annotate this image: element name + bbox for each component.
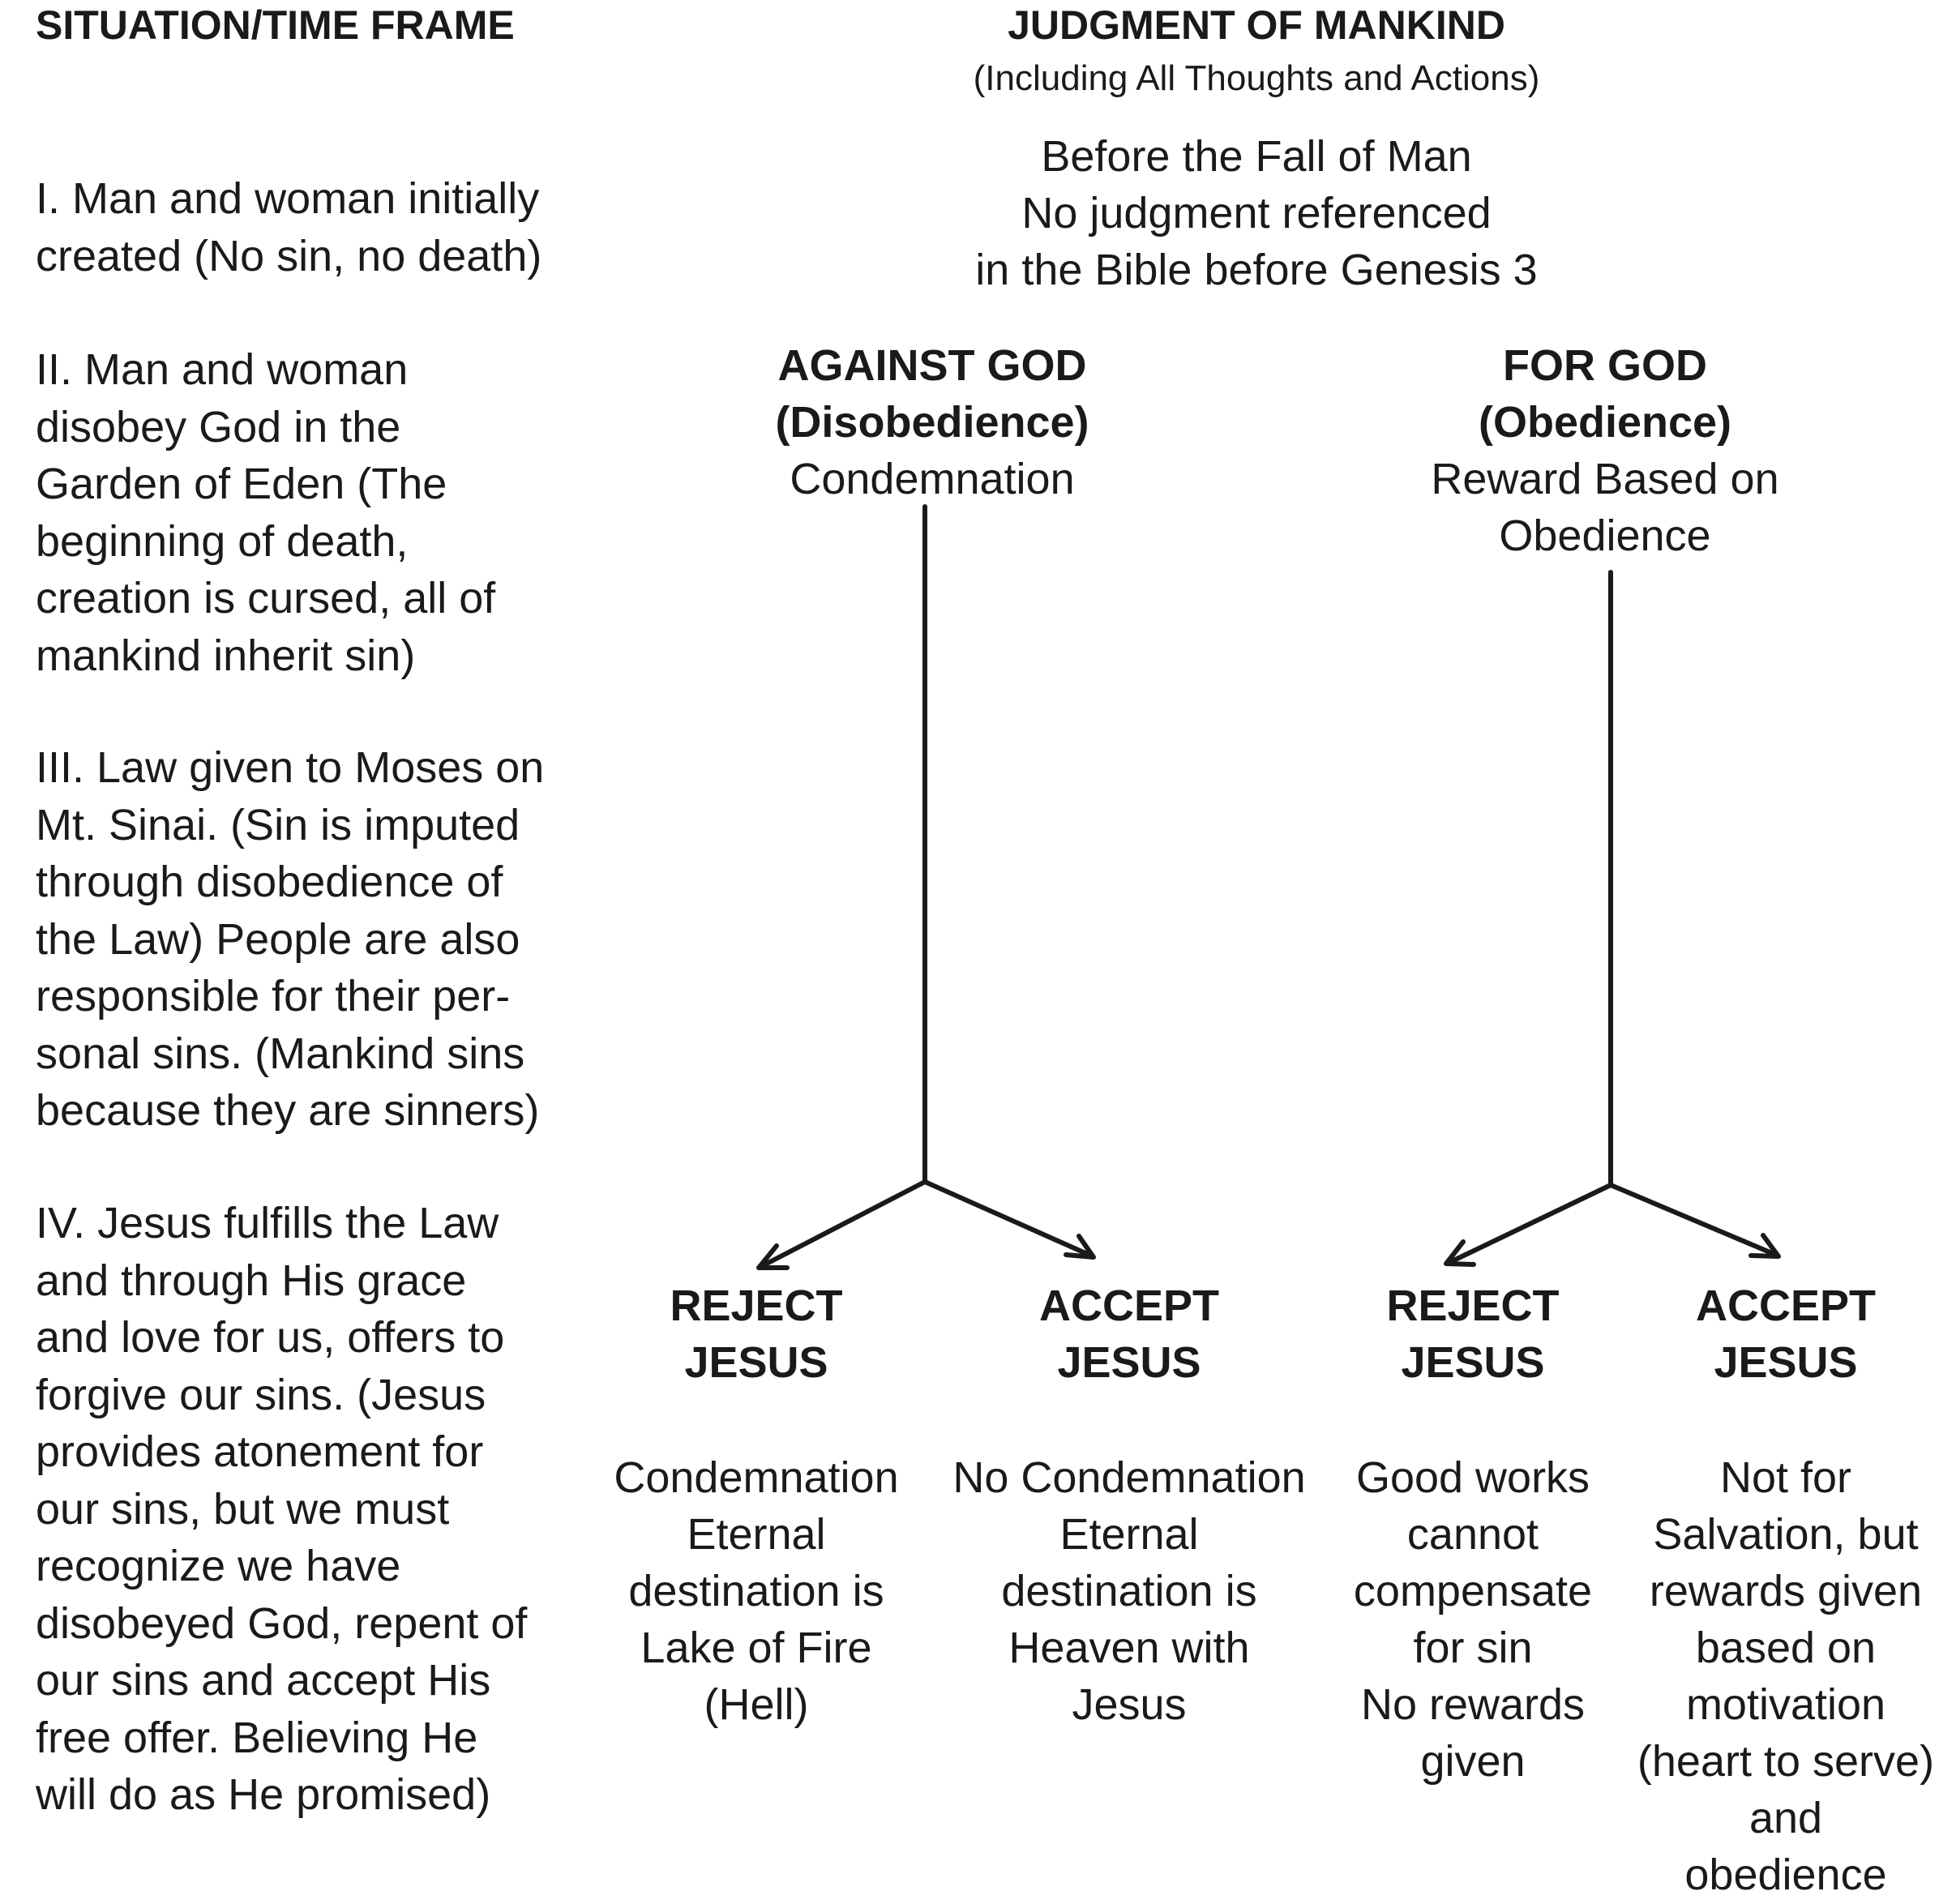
against-god-sub: (Disobedience) [775, 398, 1089, 447]
against-god-desc: Condemnation [790, 455, 1075, 503]
against-reject-line [758, 1179, 927, 1269]
for-reject-label: REJECT JESUS [1386, 1281, 1560, 1387]
left-column-heading: SITUATION/TIME FRAME [36, 2, 515, 48]
for-accept-arrowhead [1748, 1233, 1781, 1259]
for-reject-arrowhead [1444, 1239, 1476, 1267]
for-reject-outcome: Good works cannot compensate for sin No … [1353, 1453, 1593, 1786]
before-fall-note: Before the Fall of Man No judgment refer… [975, 132, 1538, 294]
against-accept-label: ACCEPT JESUS [1038, 1281, 1219, 1387]
against-reject-arrowhead [756, 1243, 790, 1270]
diagram-subtitle: (Including All Thoughts and Actions) [973, 58, 1540, 98]
for-accept-outcome: Not for Salvation, but rewards given bas… [1637, 1453, 1935, 1899]
for-accept-line [1608, 1183, 1780, 1258]
against-accept-line [922, 1179, 1095, 1259]
timeframe-item-4: IV. Jesus fulfills the Law and through H… [36, 1199, 528, 1819]
for-reject-line [1446, 1183, 1613, 1265]
against-accept-arrowhead [1064, 1234, 1096, 1260]
diagram-title-block: JUDGMENT OF MANKIND (Including All Thoug… [811, 0, 1702, 104]
against-god-heading: AGAINST GOD (Disobedience) Condemnation [689, 337, 1175, 507]
for-god-title: FOR GOD [1503, 341, 1707, 390]
for-god-heading: FOR GOD (Obedience) Reward Based on Obed… [1362, 337, 1848, 564]
for-god-sub: (Obedience) [1478, 398, 1732, 447]
timeframe-item-3: III. Law given to Moses on Mt. Sinai. (S… [36, 743, 545, 1135]
diagram-title: JUDGMENT OF MANKIND [1008, 2, 1505, 48]
for-god-desc-1: Reward Based on [1431, 455, 1779, 503]
for-accept-label: ACCEPT JESUS [1695, 1281, 1876, 1387]
timeframe-item-1: I. Man and woman initially created (No s… [36, 174, 542, 280]
timeframe-item-2: II. Man and woman disobey God in the Gar… [36, 345, 496, 680]
against-reject-label: REJECT JESUS [670, 1281, 843, 1387]
for-god-desc-2: Obedience [1499, 511, 1711, 560]
against-accept-outcome: No Condemnation Eternal destination is H… [952, 1453, 1306, 1729]
against-god-title: AGAINST GOD [777, 341, 1087, 390]
against-reject-outcome: Condemnation Eternal destination is Lake… [614, 1453, 899, 1729]
